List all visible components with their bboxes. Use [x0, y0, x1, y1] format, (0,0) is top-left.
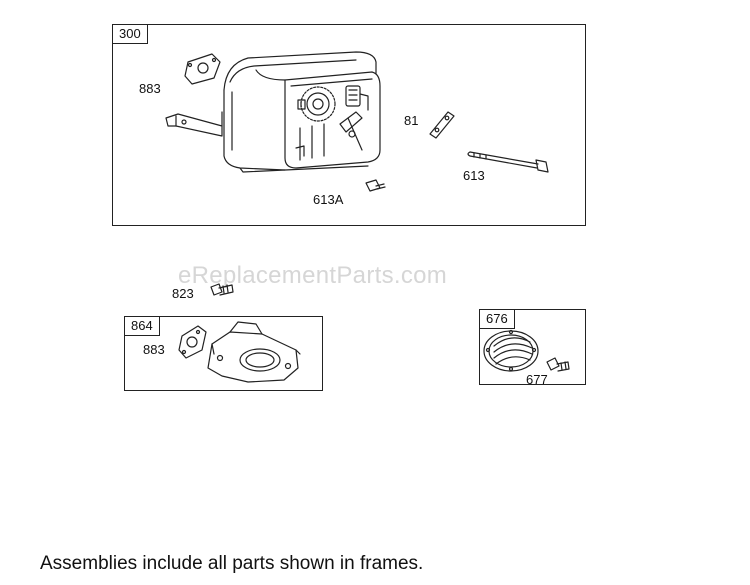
callout-677: 677 [526, 372, 548, 387]
frame-300: 300 [112, 24, 586, 226]
screw-677 [546, 357, 570, 372]
callout-883-bottom: 883 [143, 342, 165, 357]
callout-613: 613 [463, 168, 485, 183]
exhaust-adapter [207, 321, 301, 383]
frame-676: 676 [479, 309, 586, 385]
stud-613 [467, 151, 549, 173]
bracket-81 [429, 111, 455, 139]
screw-823 [210, 283, 234, 296]
muffler [223, 51, 381, 173]
gasket-883-top [184, 53, 221, 85]
callout-883-top: 883 [139, 81, 161, 96]
screw-613a [365, 179, 386, 192]
frame-300-tag: 300 [112, 24, 148, 44]
gasket-883-bottom [178, 325, 207, 359]
callout-81: 81 [404, 113, 419, 128]
frame-864: 864 [124, 316, 323, 391]
watermark: eReplacementParts.com [178, 262, 448, 289]
frame-864-tag: 864 [124, 316, 160, 336]
footer-note: Assemblies include all parts shown in fr… [40, 553, 424, 574]
callout-613a: 613A [313, 192, 344, 207]
deflector-676 [483, 329, 539, 372]
frame-676-tag: 676 [479, 309, 515, 329]
callout-823: 823 [172, 286, 194, 301]
muffler-bracket [165, 111, 223, 137]
